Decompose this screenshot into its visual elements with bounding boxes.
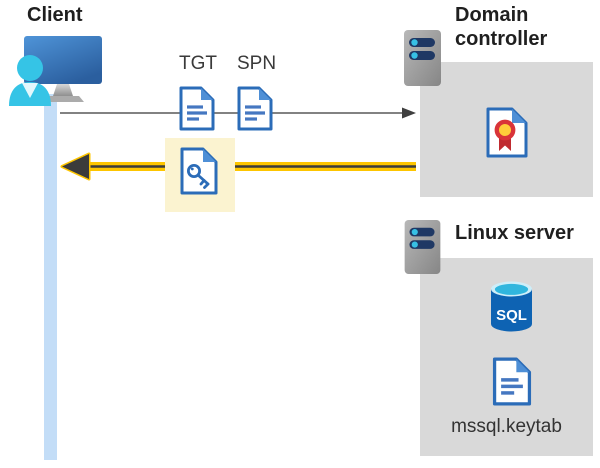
keytab-filename: mssql.keytab [451,416,562,437]
person-icon [9,55,51,106]
tgt-label: TGT [179,53,217,74]
spn-document-icon [237,86,273,131]
request-arrow [60,107,416,119]
domain-controller-server-icon [404,30,441,86]
key-ticket-icon [180,147,218,195]
domain-controller-title: Domain controller [455,4,548,50]
monitor-stand [53,84,73,96]
linux-server-title: Linux server [455,222,574,244]
monitor-base [42,96,84,102]
client-lifeline [44,94,57,460]
key-glyph [186,163,210,189]
client-title: Client [27,4,83,26]
client-computer-icon [9,36,102,106]
tgt-document-icon [179,86,215,131]
keytab-document-icon [492,357,532,406]
certificate-icon [486,107,528,158]
sql-label: SQL [496,307,527,324]
spn-label: SPN [237,53,277,74]
linux-server-icon [404,219,441,275]
response-arrow [60,152,416,181]
monitor-screen [24,36,102,84]
sql-database-icon: SQL [491,281,532,332]
